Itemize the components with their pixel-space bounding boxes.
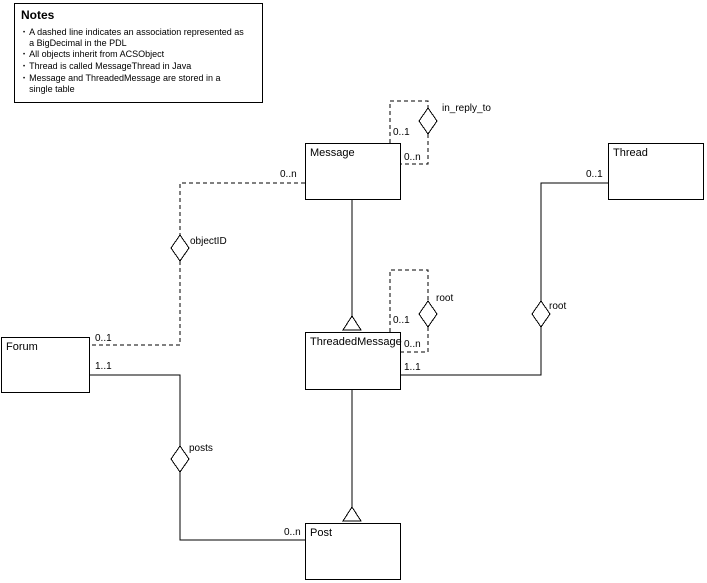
association-line	[90, 374, 181, 446]
association-line	[540, 182, 608, 301]
aggregation-diamond-icon	[418, 300, 438, 328]
inheritance-triangle-icon	[342, 315, 362, 331]
association-label-posts: posts	[189, 443, 213, 454]
association-root-thread	[401, 182, 608, 376]
multiplicity-root-self-near: 0..1	[393, 315, 410, 326]
multiplicity-root-threadedmessage: 1..1	[404, 362, 421, 373]
entity-post: Post	[305, 523, 401, 580]
note-text: A dashed line indicates an association r…	[29, 27, 244, 48]
entity-label: Message	[310, 147, 355, 159]
association-line	[179, 182, 305, 235]
entity-label: Forum	[6, 341, 38, 353]
generalization-threadedmessage-to-message	[342, 200, 362, 331]
multiplicity-in-reply-to-far: 0..n	[404, 152, 421, 163]
association-label-in-reply-to: in_reply_to	[442, 103, 491, 114]
association-label-root-self: root	[436, 293, 454, 304]
entity-forum: Forum	[1, 337, 90, 393]
association-line	[401, 327, 542, 376]
association-line	[401, 327, 429, 353]
entity-thread: Thread	[608, 143, 704, 200]
bullet-icon: •	[23, 30, 26, 36]
bullet-icon: •	[23, 76, 26, 82]
entity-threadedmessage: ThreadedMessage	[305, 332, 402, 390]
entity-label: ThreadedMessage	[310, 336, 402, 348]
aggregation-diamond-icon	[170, 234, 190, 262]
association-line	[179, 472, 305, 541]
entity-label: Thread	[613, 147, 648, 159]
association-in-reply-to	[389, 100, 438, 165]
association-label-objectid: objectID	[190, 236, 227, 247]
note-text: All objects inherit from ACSObject	[29, 49, 165, 59]
aggregation-diamond-icon	[531, 300, 551, 328]
multiplicity-posts-forum: 1..1	[95, 361, 112, 372]
aggregation-diamond-icon	[418, 107, 438, 135]
association-line	[401, 134, 429, 165]
multiplicity-root-self-far: 0..n	[404, 339, 421, 350]
note-text: Message and ThreadedMessage are stored i…	[29, 73, 221, 94]
association-line	[90, 261, 181, 346]
entity-message: Message	[305, 143, 401, 200]
note-item: • Thread is called MessageThread in Java	[21, 61, 256, 73]
bullet-icon: •	[23, 64, 26, 70]
entity-label: Post	[310, 527, 333, 539]
notes-box: Notes • A dashed line indicates an assoc…	[14, 3, 263, 103]
aggregation-diamond-icon	[170, 445, 190, 473]
multiplicity-objectid-forum: 0..1	[95, 333, 112, 344]
bullet-icon: •	[23, 52, 26, 58]
note-item: • Message and ThreadedMessage are stored…	[21, 73, 256, 95]
association-label-root-thread: root	[549, 301, 567, 312]
multiplicity-posts-post: 0..n	[284, 527, 301, 538]
note-item: • All objects inherit from ACSObject	[21, 49, 256, 61]
association-posts	[90, 374, 305, 541]
association-line	[389, 100, 429, 143]
multiplicity-in-reply-to-near: 0..1	[393, 127, 410, 138]
generalization-post-to-threadedmessage	[342, 390, 362, 522]
multiplicity-root-thread: 0..1	[586, 169, 603, 180]
association-objectid	[90, 182, 305, 346]
notes-title: Notes	[21, 8, 55, 22]
note-text: Thread is called MessageThread in Java	[29, 61, 192, 71]
association-root-self	[389, 269, 438, 353]
multiplicity-objectid-message: 0..n	[280, 169, 297, 180]
note-item: • A dashed line indicates an association…	[21, 27, 256, 49]
inheritance-triangle-icon	[342, 506, 362, 522]
association-line	[389, 269, 429, 332]
